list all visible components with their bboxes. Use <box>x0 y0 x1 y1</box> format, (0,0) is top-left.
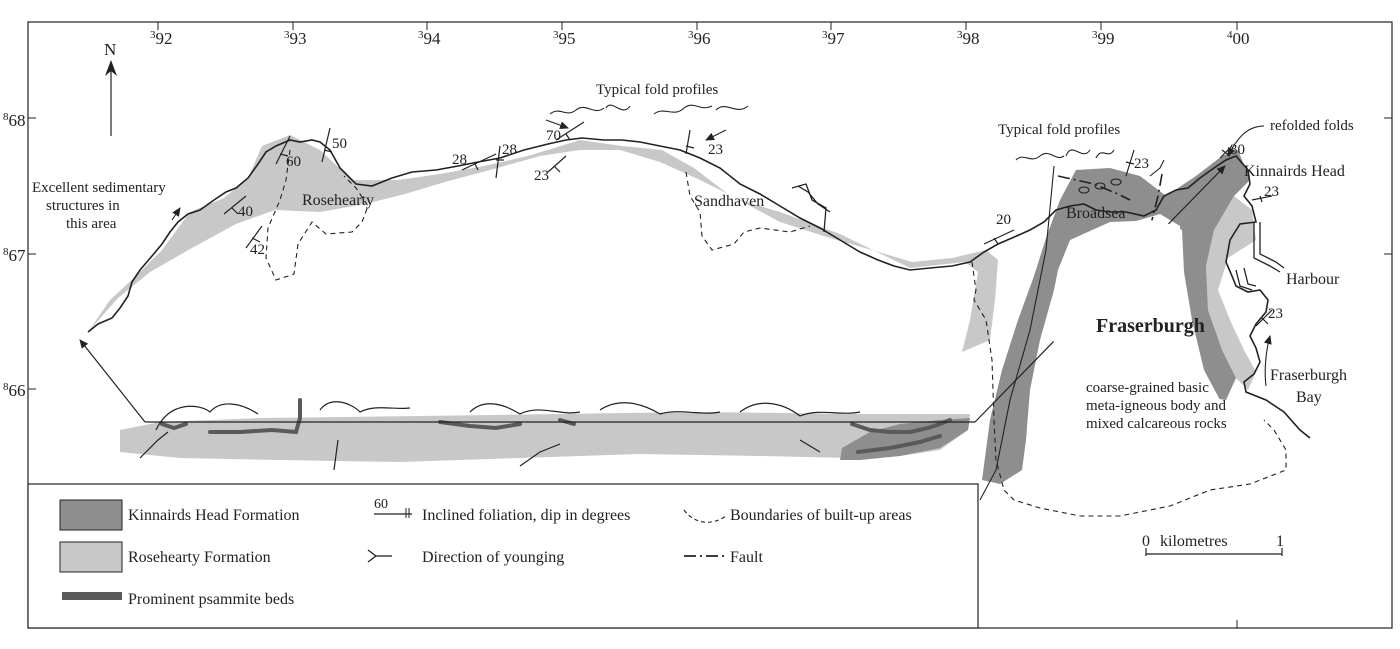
svg-text:23: 23 <box>1134 156 1149 172</box>
fold-profiles-east <box>1015 149 1165 194</box>
svg-text:30: 30 <box>1230 142 1245 158</box>
svg-text:398: 398 <box>957 29 980 48</box>
svg-text:399: 399 <box>1092 29 1115 48</box>
scale-end: 1 <box>1276 533 1284 550</box>
note-sedimentary-1: Excellent sedimentary <box>32 180 166 196</box>
legend-foliation-icon: 60 <box>374 497 412 518</box>
note-igneous-3: mixed calcareous rocks <box>1086 416 1227 432</box>
legend-younging: Direction of younging <box>422 549 564 566</box>
svg-text:23: 23 <box>708 142 723 158</box>
legend-boundaries-icon <box>683 509 727 523</box>
svg-text:42: 42 <box>250 242 265 258</box>
svg-text:23: 23 <box>1268 306 1283 322</box>
legend-swatch-kinnairds <box>59 499 123 531</box>
place-labels: Rosehearty Sandhaven Broadsea Fraserburg… <box>302 163 1347 406</box>
svg-text:866: 866 <box>3 381 26 400</box>
annotation-arrows <box>171 119 1272 387</box>
rosehearty-formation-area <box>88 135 998 352</box>
note-igneous-1: coarse-grained basic <box>1086 380 1209 396</box>
scale-bar: 0 kilometres 1 <box>1142 533 1284 556</box>
svg-text:393: 393 <box>284 29 307 48</box>
place-rosehearty: Rosehearty <box>302 192 374 209</box>
note-sedimentary-2: structures in <box>46 198 120 214</box>
dip-labels: 40 42 60 50 28 28 23 70 23 20 23 30 23 2… <box>238 128 1283 322</box>
place-fraserburgh: Fraserburgh <box>1096 315 1205 337</box>
place-kinnairds-head: Kinnairds Head <box>1244 163 1345 180</box>
rosehearty-east-area <box>1206 196 1256 390</box>
svg-text:392: 392 <box>150 29 173 48</box>
map-notes: Excellent sedimentary structures in this… <box>32 82 1354 432</box>
legend-swatch-rosehearty <box>59 541 123 573</box>
legend-psammite: Prominent psammite beds <box>128 591 294 608</box>
legend-kinnairds: Kinnairds Head Formation <box>128 507 300 524</box>
legend: Kinnairds Head Formation Rosehearty Form… <box>27 483 979 629</box>
note-fold-profiles-west: Typical fold profiles <box>596 82 718 98</box>
note-refolded-folds: refolded folds <box>1270 118 1354 134</box>
north-label: N <box>104 40 116 59</box>
legend-younging-icon <box>367 549 392 563</box>
psammite-beds <box>160 398 952 454</box>
note-igneous-2: meta-igneous body and <box>1086 398 1226 414</box>
legend-rosehearty: Rosehearty Formation <box>128 549 271 566</box>
svg-text:23: 23 <box>1264 184 1279 200</box>
note-fold-profiles-east: Typical fold profiles <box>998 122 1120 138</box>
formation-boundary <box>979 165 1055 501</box>
svg-text:23: 23 <box>534 168 549 184</box>
svg-text:394: 394 <box>418 29 441 48</box>
legend-swatch-psammite <box>62 592 122 600</box>
legend-foliation-example: 60 <box>374 497 388 512</box>
svg-text:867: 867 <box>3 246 26 265</box>
svg-text:397: 397 <box>822 29 845 48</box>
north-arrow-icon: N <box>104 40 117 136</box>
legend-fault: Fault <box>730 549 763 566</box>
svg-text:868: 868 <box>3 111 26 130</box>
svg-text:28: 28 <box>452 152 467 168</box>
coastline <box>87 137 1311 439</box>
svg-text:28: 28 <box>502 142 517 158</box>
svg-text:395: 395 <box>553 29 576 48</box>
place-fraserburgh-bay-1: Fraserburgh <box>1270 367 1347 384</box>
svg-text:40: 40 <box>238 204 253 220</box>
scale-unit: kilometres <box>1160 533 1228 550</box>
legend-foliation: Inclined foliation, dip in degrees <box>422 507 630 524</box>
built-up-boundaries <box>265 149 1287 517</box>
place-broadsea: Broadsea <box>1066 205 1126 222</box>
easting-labels: 392 393 394 395 396 397 398 399 400 <box>150 29 1250 48</box>
northing-ticks <box>28 117 1392 390</box>
place-sandhaven: Sandhaven <box>694 193 764 210</box>
svg-text:50: 50 <box>332 136 347 152</box>
svg-text:400: 400 <box>1227 29 1250 48</box>
svg-text:70: 70 <box>546 128 561 144</box>
place-harbour: Harbour <box>1286 271 1340 288</box>
svg-text:396: 396 <box>688 29 711 48</box>
fraserburgh-town-area <box>1048 220 1220 420</box>
rosehearty-south-strip <box>120 412 970 462</box>
svg-text:60: 60 <box>286 154 301 170</box>
note-sedimentary-3: this area <box>66 216 117 232</box>
fold-profiles-west <box>549 104 749 115</box>
legend-boundaries: Boundaries of built-up areas <box>730 507 912 524</box>
svg-text:20: 20 <box>996 212 1011 228</box>
harbour-piers <box>791 183 1285 291</box>
scale-start: 0 <box>1142 533 1150 550</box>
place-fraserburgh-bay-2: Bay <box>1296 389 1322 406</box>
northing-labels: 868 867 866 <box>3 111 26 400</box>
dip-symbols <box>223 121 1273 327</box>
kinnairds-head-formation-area <box>982 150 1250 484</box>
